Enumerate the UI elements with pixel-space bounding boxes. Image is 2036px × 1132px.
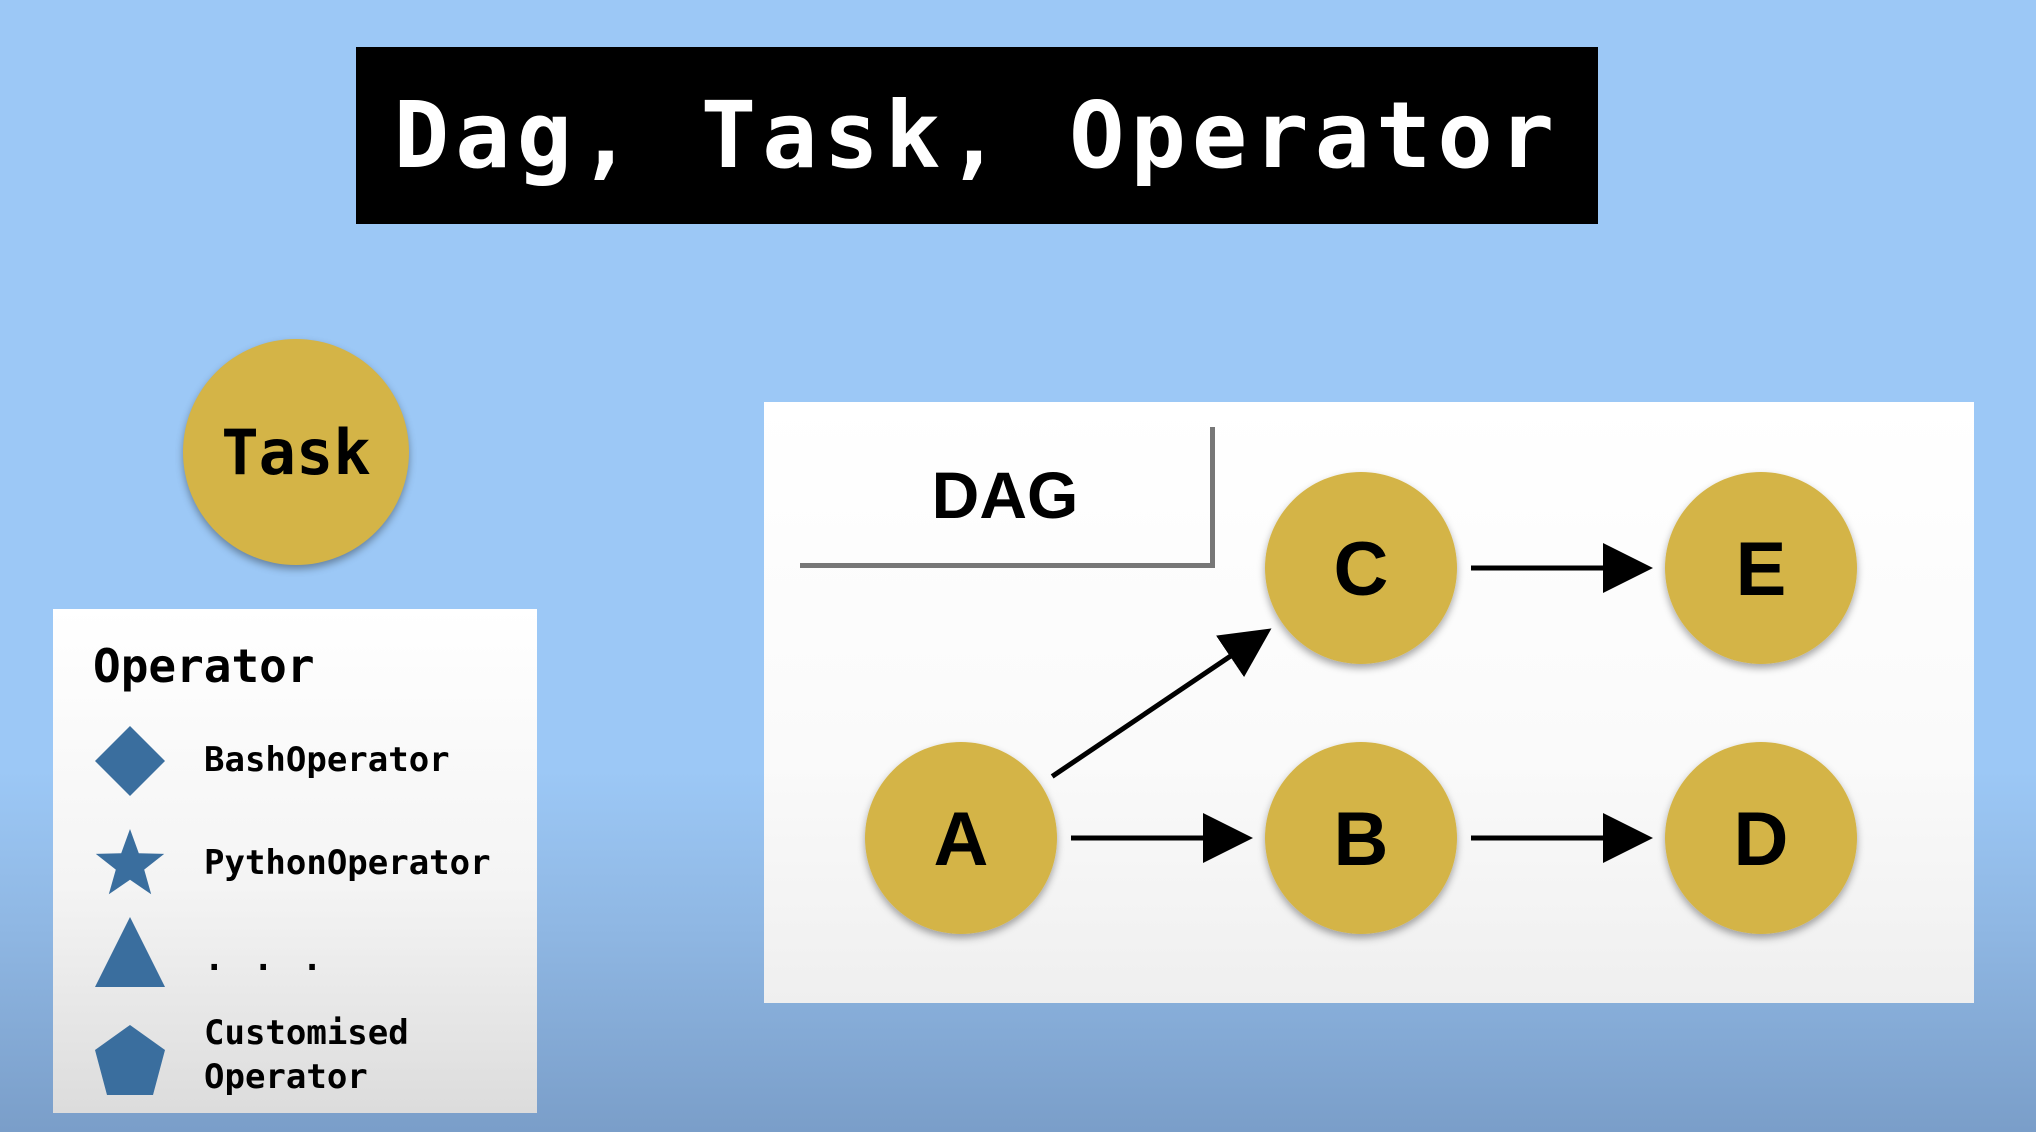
dag-node-label: B [1334,797,1389,882]
pentagon-icon [95,1025,165,1095]
dag-node-d: D [1665,742,1857,934]
edges-layer [1050,543,1653,863]
dag-panel: DAG A B C D E [764,402,1974,1003]
dag-graph: A B C D E [865,472,1857,934]
dag-node-circle [1665,472,1857,664]
operator-item-label: BashOperator [204,740,450,780]
dag-node-a: A [865,742,1057,934]
dag-node-circle [1265,742,1457,934]
task-label: Task [221,415,371,489]
dag-node-label: D [1734,797,1789,882]
dag-node-b: B [1265,742,1457,934]
operator-heading: Operator [93,639,315,693]
dag-label: DAG [931,458,1079,532]
dag-label-box: DAG [800,427,1215,568]
dag-node-label: E [1736,527,1787,612]
operator-panel: Operator BashOperator PythonOperator . .… [53,609,537,1113]
operator-item-label: PythonOperator [204,843,491,883]
operator-item-label: . . . [204,939,327,979]
dag-node-circle [1265,472,1457,664]
star-icon [95,829,165,895]
nodes-layer: A B C D E [865,472,1857,934]
dag-node-circle [865,742,1057,934]
dag-node-label: A [934,797,989,882]
dag-node-circle [1665,742,1857,934]
triangle-icon [95,917,165,987]
diamond-icon [95,726,165,796]
dag-node-c: C [1265,472,1457,664]
task-circle: Task [183,339,409,565]
operator-item-label: Customised Operator [204,1013,409,1097]
dag-node-e: E [1665,472,1857,664]
page-title: Dag, Task, Operator [393,82,1561,189]
dag-node-label: C [1334,527,1389,612]
edge-a-c [1050,628,1272,779]
title-banner: Dag, Task, Operator [356,47,1598,224]
